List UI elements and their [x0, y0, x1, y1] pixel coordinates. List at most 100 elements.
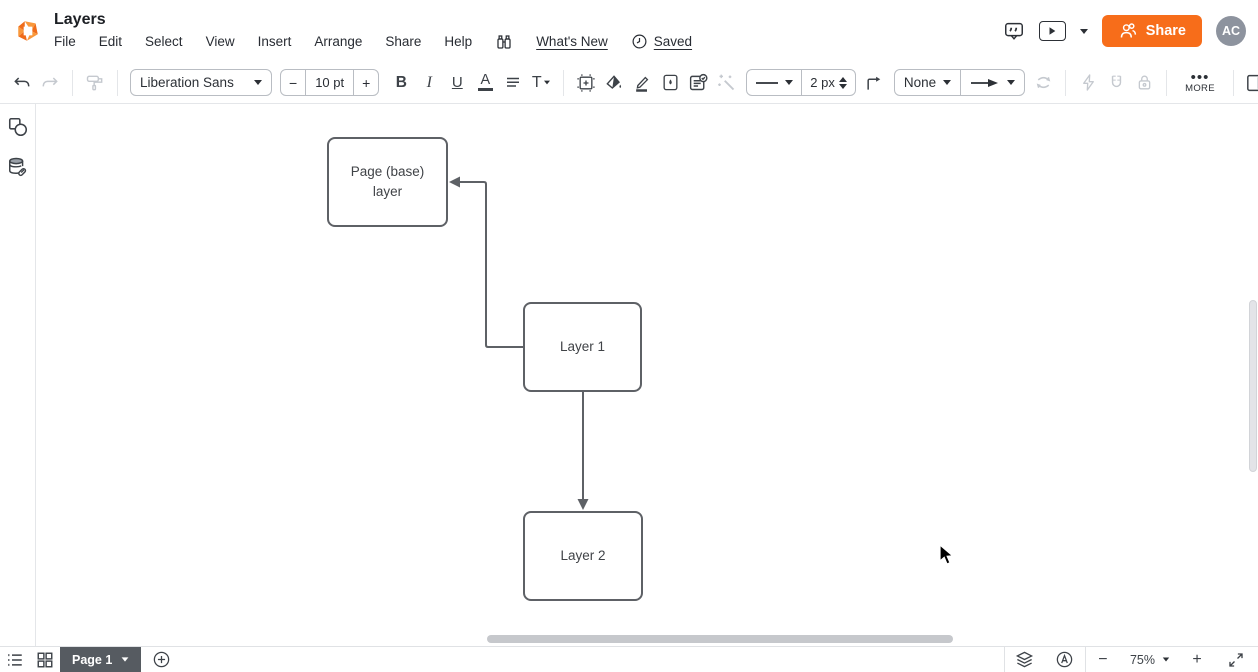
connector-layer1-to-base [460, 181, 523, 348]
line-color-button[interactable] [628, 69, 656, 97]
expand-icon [1229, 652, 1243, 667]
fill-color-button[interactable] [600, 69, 628, 97]
underline-button[interactable]: U [451, 74, 463, 91]
menu-edit[interactable]: Edit [98, 34, 123, 49]
horizontal-scrollbar[interactable] [487, 635, 953, 643]
present-dropdown-caret-icon[interactable] [1079, 28, 1088, 34]
menu-insert[interactable]: Insert [257, 34, 292, 49]
avatar[interactable]: AC [1216, 16, 1246, 46]
connector-arrowhead-down [577, 499, 589, 510]
toolbar-divider [1065, 69, 1067, 96]
shape-layer-2[interactable]: Layer 2 [523, 511, 643, 601]
shapes-panel-button[interactable] [5, 114, 31, 140]
page-tab[interactable]: Page 1 [60, 647, 142, 672]
more-dots-icon: ••• [1190, 68, 1210, 86]
layers-button[interactable] [1005, 647, 1045, 672]
search-menus-button[interactable] [495, 33, 513, 51]
font-family-value: Liberation Sans [140, 75, 234, 90]
line-style-icon [756, 81, 779, 84]
data-linking-icon [8, 157, 26, 177]
menu-file[interactable]: File [54, 34, 76, 49]
menu-arrange[interactable]: Arrange [314, 34, 363, 49]
shape-layer-1[interactable]: Layer 1 [523, 302, 642, 392]
style-check-icon [689, 73, 708, 91]
line-style-select[interactable] [747, 70, 801, 95]
shape-page-base-layer[interactable]: Page (base) layer [327, 137, 448, 227]
undo-button[interactable] [8, 69, 36, 97]
text-options-button[interactable]: T [527, 69, 555, 97]
font-family-select[interactable]: Liberation Sans [130, 69, 272, 96]
main-area: Page (base) layer Layer 1 Layer 2 [0, 104, 1258, 646]
swap-connection-button[interactable] [1029, 69, 1057, 97]
magnetize-button[interactable] [1102, 69, 1130, 97]
saved-status[interactable]: Saved [631, 33, 692, 50]
contain-shape-button[interactable] [572, 69, 600, 97]
magic-style-button[interactable] [712, 69, 740, 97]
present-button[interactable] [1038, 21, 1066, 41]
statusbar-divider [1003, 647, 1005, 672]
menu-help[interactable]: Help [444, 34, 473, 49]
arrow-endpoint-icon [971, 78, 999, 87]
apply-style-button[interactable] [684, 69, 712, 97]
add-page-icon [153, 651, 170, 668]
zoom-out-button[interactable]: − [1098, 650, 1108, 668]
font-size-decrease-button[interactable]: − [289, 74, 298, 91]
align-lines-icon [507, 77, 520, 87]
vertical-scrollbar[interactable] [1249, 300, 1257, 472]
play-icon [1038, 21, 1066, 41]
menu-share[interactable]: Share [385, 34, 422, 49]
line-end-select[interactable] [960, 70, 1024, 95]
zoom-in-button[interactable]: + [1192, 650, 1202, 668]
zoom-caret-icon [1162, 657, 1170, 662]
redo-button[interactable] [36, 69, 64, 97]
comments-button[interactable] [1003, 20, 1025, 42]
page-grid-button[interactable] [30, 647, 60, 672]
font-size-increase-button[interactable]: + [362, 74, 371, 91]
bold-button[interactable]: B [395, 73, 407, 91]
text-align-button[interactable] [499, 69, 527, 97]
line-style-control: 2 px [746, 69, 856, 96]
mouse-cursor [938, 544, 958, 566]
elbow-connector-icon [867, 76, 881, 90]
quick-actions-button[interactable] [1074, 69, 1102, 97]
page-list-button[interactable] [0, 647, 30, 672]
line-start-select[interactable]: None [895, 70, 960, 95]
share-button[interactable]: Share [1101, 15, 1202, 47]
document-title[interactable]: Layers [54, 10, 106, 28]
right-panel-toggle-button[interactable] [1242, 69, 1258, 97]
menu-view[interactable]: View [205, 34, 235, 49]
lucid-logo[interactable] [10, 0, 46, 62]
lock-button[interactable] [1130, 69, 1158, 97]
binoculars-icon [497, 34, 511, 49]
redo-icon [42, 76, 58, 86]
frame-crosshair-icon [577, 74, 595, 91]
toolbar-divider [1166, 69, 1168, 96]
page-tab-caret-icon [121, 657, 129, 662]
statusbar-divider [1084, 647, 1086, 672]
panel-toggle-icon [1246, 74, 1258, 91]
connector-type-button[interactable] [860, 69, 888, 97]
toolbar-divider [563, 69, 565, 96]
add-page-button[interactable] [141, 647, 181, 672]
text-color-button[interactable]: A [471, 69, 499, 97]
header: Layers File Edit Select View Insert Arra… [0, 0, 1258, 62]
data-panel-button[interactable] [5, 154, 31, 180]
canvas[interactable]: Page (base) layer Layer 1 Layer 2 [36, 104, 1258, 646]
zoom-level-select[interactable]: 75% [1120, 653, 1180, 667]
fullscreen-button[interactable] [1214, 647, 1258, 672]
font-size-value[interactable]: 10 pt [305, 70, 355, 95]
italic-button[interactable]: I [426, 73, 432, 91]
toolbar-divider [117, 69, 118, 96]
statusbar-right: − 75% + [1003, 647, 1258, 672]
line-width-stepper[interactable]: 2 px [801, 70, 855, 95]
shadow-button[interactable] [656, 69, 684, 97]
status-bar: Page 1 [0, 646, 1258, 672]
accessibility-button[interactable] [1045, 647, 1085, 672]
more-tools-button[interactable]: ••• MORE [1185, 68, 1215, 93]
whats-new-link[interactable]: What's New [536, 34, 608, 49]
menubar: File Edit Select View Insert Arrange Sha… [54, 29, 1003, 55]
format-painter-button[interactable] [81, 69, 109, 97]
menu-select[interactable]: Select [145, 34, 183, 49]
left-sidebar [0, 104, 36, 646]
